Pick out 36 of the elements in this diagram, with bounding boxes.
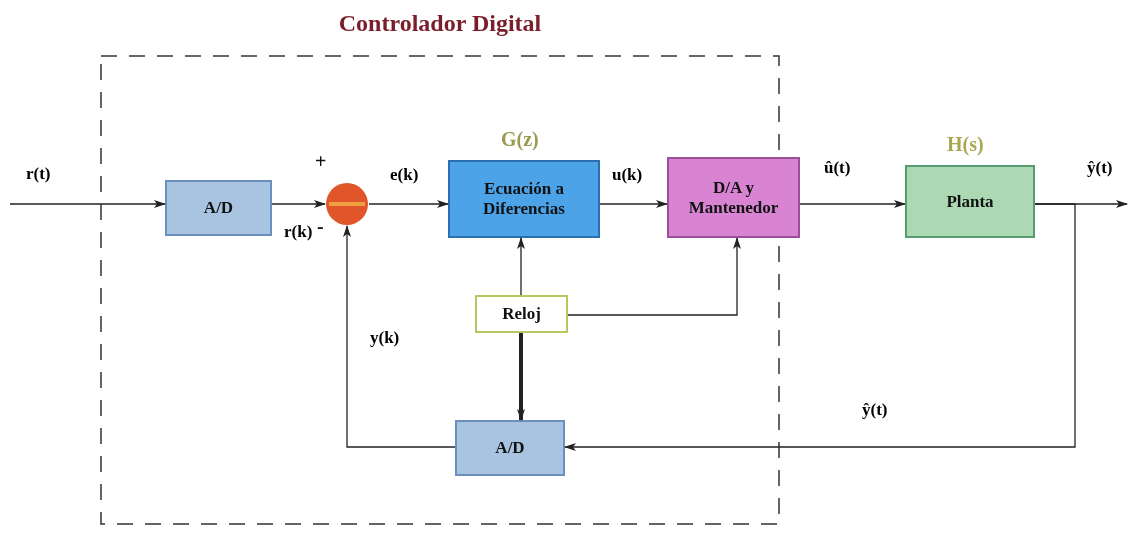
summing-junction xyxy=(325,182,369,226)
arrow xyxy=(517,237,525,296)
block-box xyxy=(475,295,568,333)
block-label: D/A y Mantenedor xyxy=(687,177,780,218)
block-label: A/D xyxy=(495,438,525,458)
block-box xyxy=(448,160,600,238)
edge-label: e(k) xyxy=(388,165,421,185)
arrow xyxy=(343,225,456,448)
block-box xyxy=(667,157,800,238)
arrow xyxy=(271,200,326,208)
edge-label: r(k) xyxy=(282,222,315,242)
arrow xyxy=(564,203,1076,451)
block-label: A/D xyxy=(203,198,234,218)
edge-label: ŷ(t) xyxy=(860,400,890,420)
edge-label: r(t) xyxy=(24,164,53,184)
arrow xyxy=(599,200,668,208)
edge-label: û(t) xyxy=(822,158,853,178)
block-box xyxy=(165,180,272,236)
arrow xyxy=(368,200,449,208)
group-heading: Controlador Digital xyxy=(337,10,543,37)
annotation-text: - xyxy=(317,215,324,238)
arrow xyxy=(9,200,166,208)
edge-label: ŷ(t) xyxy=(1085,158,1115,178)
edge-label: y(k) xyxy=(368,328,402,348)
block-box xyxy=(905,165,1035,238)
block-box xyxy=(455,420,565,476)
block-label: Planta xyxy=(946,191,994,212)
arrow xyxy=(517,333,525,421)
annotation-text: + xyxy=(315,150,327,173)
annotation-text: G(z) xyxy=(501,128,539,151)
block-label: Reloj xyxy=(502,304,541,324)
arrow xyxy=(799,200,906,208)
block-label: Ecuación a Diferencias xyxy=(482,179,566,219)
annotation-text: H(s) xyxy=(947,133,984,156)
edge-label: u(k) xyxy=(610,165,645,185)
arrow xyxy=(567,237,741,316)
